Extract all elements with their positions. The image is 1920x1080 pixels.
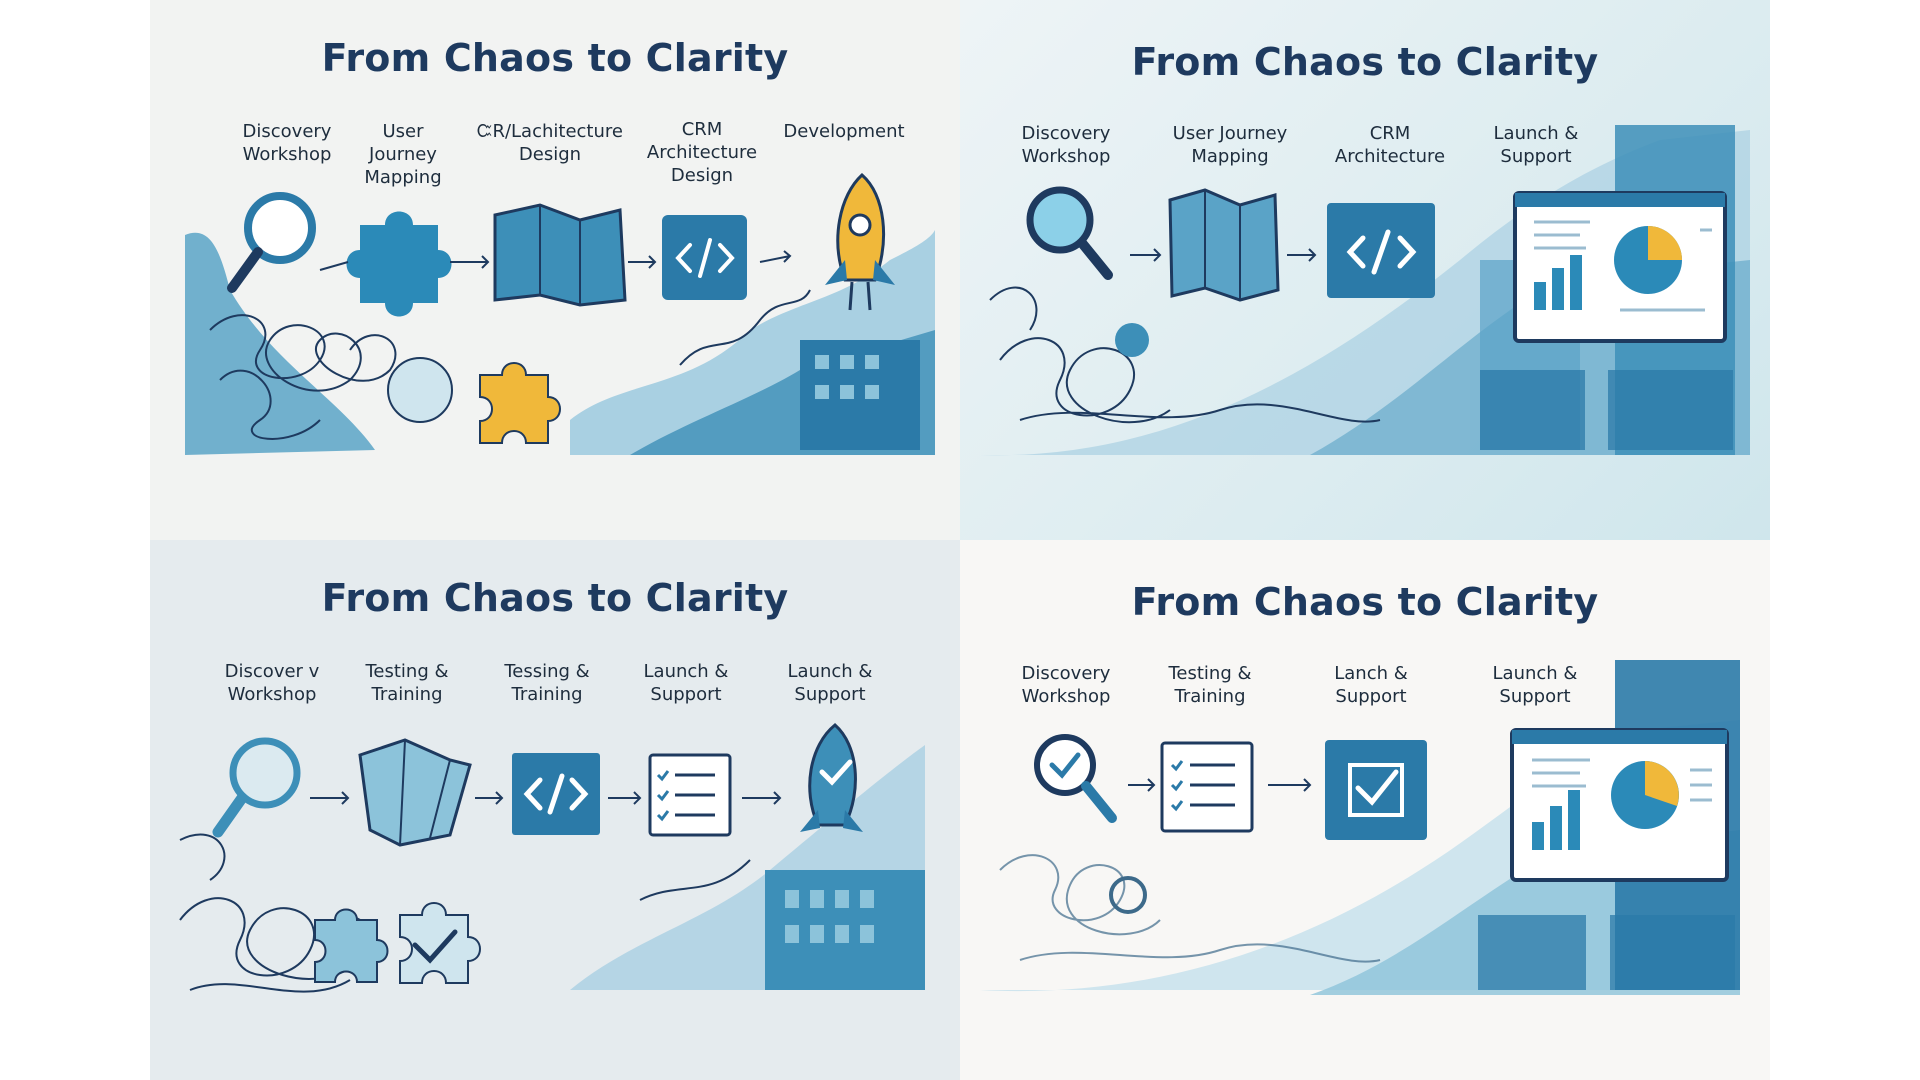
puzzle-piece-icon	[314, 908, 389, 983]
panel-1-illustration	[185, 172, 935, 455]
magnifier-icon	[227, 192, 316, 293]
card-icon	[1478, 915, 1586, 990]
step-label-launch-support-2: Launch & Support	[787, 661, 873, 705]
panel-title: From Chaos to Clarity	[321, 576, 789, 620]
magnifier-icon	[1034, 734, 1117, 823]
step-label-crm-architecture: CRM Architecture	[1334, 123, 1446, 167]
scribble-lines	[209, 314, 397, 440]
step-label-testing-training: Testing & Training	[365, 661, 449, 705]
magnifier-icon	[212, 737, 301, 838]
checklist-icon	[648, 753, 732, 837]
checklist-icon	[1160, 741, 1254, 833]
checked-puzzle-icon	[399, 902, 481, 984]
panel-top-left: From Chaos to Clarity Discovery Workshop…	[150, 0, 960, 540]
map-icon	[493, 203, 627, 307]
step-label-tessing-training: Tessing & Training	[504, 661, 590, 705]
map-icon	[358, 738, 472, 847]
map-icon	[1168, 188, 1280, 302]
step-label-architecture-design: ᏨR/Lachitecture Design	[477, 121, 623, 165]
puzzle-piece-icon	[479, 362, 561, 444]
flow-arrows	[1130, 248, 1317, 262]
panel-title: From Chaos to Clarity	[1131, 580, 1599, 624]
step-label-testing-training: Testing & Training	[1168, 663, 1252, 707]
panel-title: From Chaos to Clarity	[321, 36, 789, 80]
step-label-user-journey-mapping: User Journey Mapping	[1172, 123, 1288, 167]
step-label-discovery-workshop: Discovery Workshop	[242, 121, 332, 165]
flow-arrows	[319, 250, 811, 366]
puzzle-icon	[346, 211, 452, 317]
step-label-discover-workshop: Discover v Workshop	[224, 661, 320, 705]
step-label-user-journey-mapping: User Journey Mapping	[364, 121, 442, 188]
flow-arrows	[1128, 778, 1312, 792]
panel-2-illustration	[980, 125, 1750, 456]
panel-top-right: From Chaos to Clarity Discovery Workshop…	[960, 0, 1770, 540]
scribble-lines	[999, 854, 1381, 963]
flow-arrows	[310, 791, 782, 901]
gear-icon	[387, 357, 453, 423]
step-label-discovery-workshop: Discovery Workshop	[1021, 663, 1111, 707]
step-label-discovery-workshop: Discovery Workshop	[1021, 123, 1111, 167]
checkbox-icon	[1325, 740, 1427, 840]
step-label-launch-support: Launch & Support	[643, 661, 729, 705]
step-label-launch-support: Launch & Support	[1493, 123, 1579, 167]
code-icon	[662, 215, 747, 300]
panel-4-illustration	[980, 660, 1740, 995]
card-icon	[1480, 370, 1585, 450]
step-label-development: Development	[783, 121, 905, 142]
code-icon	[512, 753, 600, 835]
panel-bottom-right: From Chaos to Clarity Discovery Workshop…	[960, 540, 1770, 1080]
step-label-lanch-support: Lanch & Support	[1334, 663, 1408, 707]
step-label-launch-support: Launch & Support	[1492, 663, 1578, 707]
card-icon	[1608, 370, 1733, 450]
magnifier-icon	[1026, 186, 1113, 280]
panel-title: From Chaos to Clarity	[1131, 40, 1599, 84]
rocket-icon	[825, 172, 895, 311]
dashboard-icon	[1510, 728, 1729, 882]
rocket-icon	[800, 723, 863, 832]
gear-icon	[1115, 323, 1149, 357]
dashboard-icon	[1513, 191, 1727, 343]
card-icon	[1610, 915, 1735, 990]
chaos-backdrop	[185, 232, 375, 455]
gear-icon	[1109, 876, 1147, 914]
step-label-crm-architecture-design: CRM Architecture Design	[646, 119, 758, 186]
code-icon	[1327, 203, 1435, 298]
panel-bottom-left: From Chaos to Clarity Discover v Worksho…	[150, 540, 960, 1080]
panel-3-illustration	[179, 723, 925, 993]
scribble-lines	[989, 286, 1381, 424]
